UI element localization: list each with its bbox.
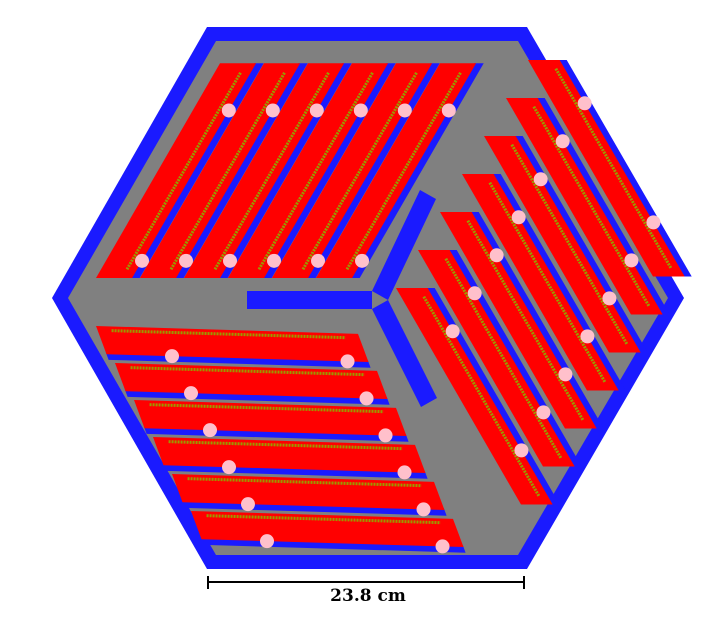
scintillator-slab — [96, 63, 257, 279]
mounting-hole — [558, 367, 573, 382]
mounting-hole — [467, 286, 482, 301]
mounting-hole — [222, 460, 236, 475]
mounting-hole — [378, 428, 393, 443]
wavelength-shifting-fiber — [466, 219, 585, 421]
wavelength-shifting-fiber — [422, 295, 541, 497]
mounting-hole — [397, 103, 412, 118]
mounting-hole — [221, 103, 236, 118]
wavelength-shifting-fiber — [125, 71, 243, 271]
wavelength-shifting-fiber — [345, 71, 463, 271]
mounting-hole — [624, 253, 639, 268]
mounting-hole — [577, 96, 592, 111]
mounting-hole — [260, 534, 274, 549]
scintillator-slab — [96, 326, 369, 363]
absorber-bar-lower — [372, 300, 437, 407]
wavelength-shifting-fiber — [488, 181, 607, 383]
scale-bar-label: 23.8 cm — [330, 586, 406, 606]
mounting-hole — [602, 291, 617, 306]
central-absorber — [247, 190, 437, 407]
wavelength-shifting-fiber — [257, 71, 375, 271]
wavelength-shifting-fiber — [169, 71, 287, 271]
wavelength-shifting-fiber — [130, 366, 365, 377]
mounting-hole — [445, 324, 460, 339]
sector-lower-left — [96, 326, 466, 554]
wavelength-shifting-fiber — [532, 105, 651, 307]
absorber-bar-upper — [372, 190, 436, 300]
mounting-hole — [397, 465, 412, 480]
mounting-hole — [340, 354, 355, 369]
wavelength-shifting-fiber — [168, 440, 403, 451]
mounting-hole — [223, 253, 238, 268]
mounting-hole — [355, 253, 370, 268]
mounting-hole — [533, 172, 548, 187]
absorber-bar-left — [247, 291, 372, 309]
mounting-hole — [536, 405, 551, 420]
wavelength-shifting-fiber — [510, 143, 629, 345]
mounting-hole — [489, 248, 504, 263]
mounting-hole — [203, 423, 217, 438]
mounting-hole — [241, 497, 255, 512]
scintillator-slab — [140, 63, 301, 279]
scintillator-slab — [115, 363, 388, 400]
mounting-hole — [416, 502, 431, 517]
scale-bar — [207, 576, 525, 589]
mounting-hole — [580, 329, 595, 344]
scintillator-slab — [272, 63, 433, 279]
mounting-hole — [441, 103, 456, 118]
mounting-hole — [135, 253, 150, 268]
wavelength-shifting-fiber — [187, 477, 422, 488]
sector-upper-left — [96, 63, 484, 279]
scintillator-slab — [134, 400, 407, 437]
mounting-hole — [555, 134, 570, 149]
mounting-hole — [309, 103, 324, 118]
mounting-hole — [514, 443, 529, 458]
wavelength-shifting-fiber — [111, 329, 346, 340]
mounting-hole — [353, 103, 368, 118]
mounting-hole — [179, 253, 194, 268]
mounting-hole — [646, 215, 661, 230]
mounting-hole — [267, 253, 282, 268]
wavelength-shifting-fiber — [554, 67, 673, 269]
wavelength-shifting-fiber — [206, 514, 441, 525]
scintillator-slab — [184, 63, 345, 279]
wavelength-shifting-fiber — [149, 403, 384, 414]
mounting-hole — [435, 539, 450, 554]
scintillator-slab — [228, 63, 389, 279]
mounting-hole — [265, 103, 280, 118]
wavelength-shifting-fiber — [213, 71, 331, 271]
scintillator-slab — [316, 63, 477, 279]
scintillator-slab — [153, 437, 426, 474]
wavelength-shifting-fiber — [444, 257, 563, 459]
sector-right — [396, 60, 692, 505]
scintillator-slab — [172, 474, 445, 511]
wavelength-shifting-fiber — [301, 71, 419, 271]
mounting-hole — [359, 391, 374, 406]
mounting-hole — [184, 386, 198, 401]
scintillator-slab — [191, 511, 464, 548]
mounting-hole — [311, 253, 326, 268]
mounting-hole — [165, 349, 179, 364]
mounting-hole — [511, 210, 526, 225]
